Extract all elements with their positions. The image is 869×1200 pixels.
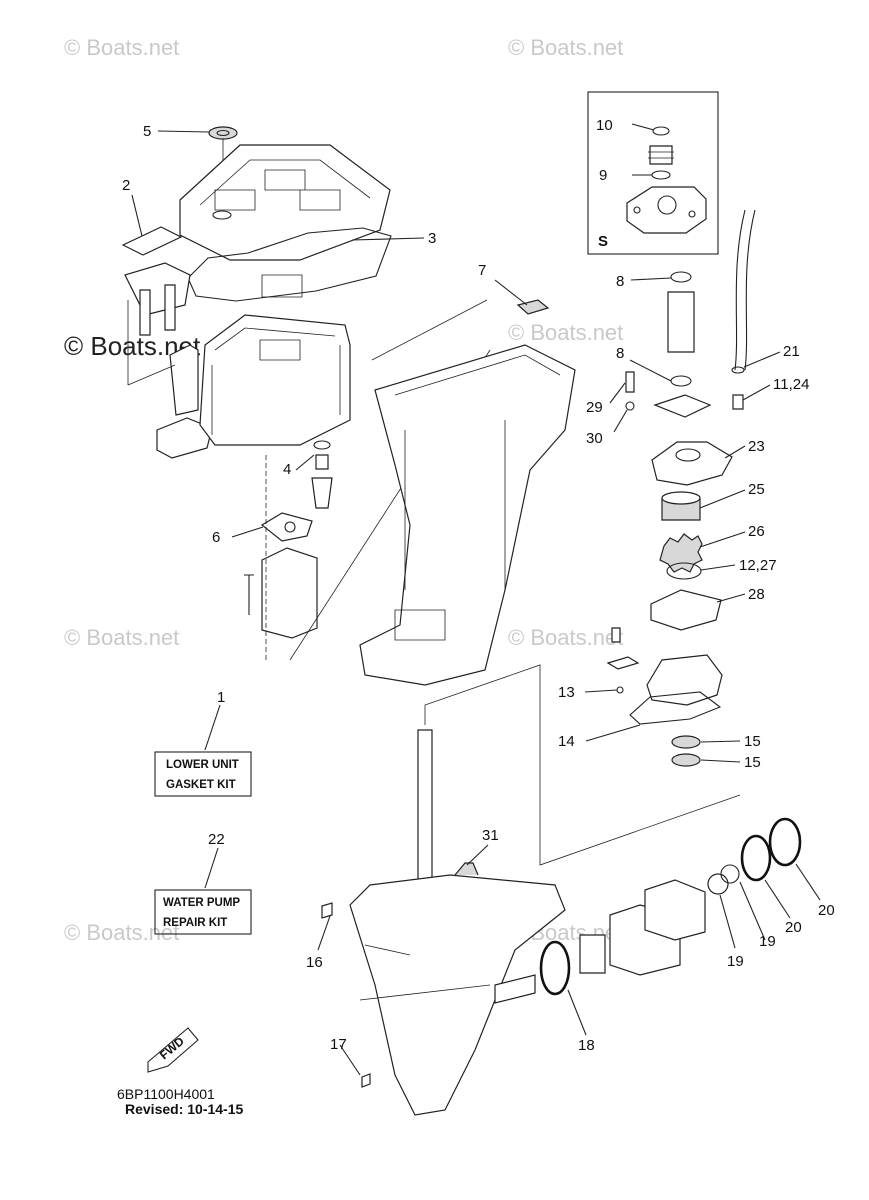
kit-line-2: GASKET KIT (166, 779, 236, 791)
kit-line-2: REPAIR KIT (163, 917, 227, 929)
pump-housing-inset (626, 186, 707, 234)
outer-plate-28 (650, 589, 722, 631)
oil-pan (199, 314, 351, 446)
callout-28: 28 (748, 586, 765, 603)
callout-10: 10 (596, 117, 613, 134)
callout-14: 14 (558, 733, 575, 750)
bolt-17 (361, 1073, 371, 1088)
pin-13 (616, 686, 624, 694)
grommet-11-24 (732, 394, 744, 410)
exhaust-pipe (261, 547, 318, 639)
callout-30: 30 (586, 430, 603, 447)
water-tube-8 (667, 291, 695, 353)
callout-15a: 15 (744, 733, 761, 750)
upper-casing (359, 344, 576, 686)
callout-2: 2 (122, 177, 130, 194)
oil-seal-15b (671, 753, 701, 767)
callout-3: 3 (428, 230, 436, 247)
lower-unit-gasket-kit: LOWER UNIT GASKET KIT (154, 751, 252, 797)
oil-seal-15a (671, 735, 701, 749)
gasket-2 (121, 226, 183, 256)
callout-1: 1 (217, 689, 225, 706)
callout-8b: 8 (616, 345, 624, 362)
inset-label: S (598, 233, 608, 250)
callout-6: 6 (212, 529, 220, 546)
o-ring-10 (652, 126, 670, 136)
callout-23: 23 (748, 438, 765, 455)
inset-frame (587, 91, 719, 255)
kit-line-1: LOWER UNIT (166, 759, 239, 771)
oil-seal-5 (208, 126, 238, 140)
callout-19a: 19 (727, 953, 744, 970)
watermark: © Boats.net (64, 920, 179, 945)
watermark: © Boats.net (508, 35, 623, 60)
callout-31: 31 (482, 827, 499, 844)
kit-box-frame (154, 751, 252, 797)
pump-base (646, 654, 723, 706)
callout-13: 13 (558, 684, 575, 701)
pump-housing-23 (651, 441, 733, 486)
callout-17: 17 (330, 1036, 347, 1053)
strainer (311, 477, 333, 509)
gasket-4 (313, 440, 331, 450)
callout-16: 16 (306, 954, 323, 971)
kit-box-frame (154, 889, 252, 935)
leader-lines (131, 123, 821, 1076)
callout-29: 29 (586, 399, 603, 416)
exhaust-guide (179, 144, 391, 261)
callout-11-24: 11,24 (773, 376, 809, 393)
callout-8a: 8 (616, 273, 624, 290)
callout-9: 9 (599, 167, 607, 184)
watermark: © Boats.net (64, 625, 179, 650)
fwd-label: FWD (157, 1034, 187, 1063)
callout-18: 18 (578, 1037, 595, 1054)
watermark: © Boats.net (508, 320, 623, 345)
o-ring-12-27 (666, 562, 702, 580)
gasket-14 (629, 691, 722, 725)
o-ring-20b (768, 817, 802, 867)
anode-31 (454, 862, 479, 876)
watermark: © Boats.net (508, 625, 623, 650)
lower-casing (349, 862, 566, 1116)
o-ring-20a (740, 834, 772, 882)
callout-12-27: 12,27 (739, 557, 777, 574)
bearing (579, 934, 606, 974)
callout-20a: 20 (785, 919, 802, 936)
kit-line-1: WATER PUMP (163, 897, 240, 909)
o-ring-9 (651, 170, 671, 180)
gasket-3 (187, 227, 392, 302)
revised-date: Revised: 10-14-15 (125, 1101, 244, 1117)
gasket-6 (260, 512, 313, 542)
callout-7: 7 (478, 262, 486, 279)
callout-21: 21 (783, 343, 800, 360)
callout-20b: 20 (818, 902, 835, 919)
callout-22: 22 (208, 831, 225, 848)
diagram-code: 6BP1100H4001 (117, 1086, 215, 1102)
callout-4: 4 (283, 461, 291, 478)
bolt-29 (625, 371, 635, 393)
o-ring-18 (539, 940, 571, 996)
water-tube-assembly (124, 262, 213, 459)
bolt-16 (321, 902, 333, 919)
callout-labels: 5 2 3 7 10 9 8 8 21 11,24 29 30 23 25 26… (122, 117, 835, 1054)
water-pump-repair-kit: WATER PUMP REPAIR KIT (154, 889, 252, 935)
fwd-arrow: FWD (147, 1027, 199, 1073)
washer-19b (720, 864, 740, 884)
grommet-21 (731, 366, 745, 374)
impeller-26 (659, 533, 703, 573)
inset-box: S (587, 91, 719, 255)
callout-19b: 19 (759, 933, 776, 950)
callout-5: 5 (143, 123, 151, 140)
watermark: © Boats.net (64, 35, 179, 60)
callout-25: 25 (748, 481, 765, 498)
washer-30 (625, 401, 635, 411)
grommet-9 (649, 145, 673, 165)
washer-19a (707, 873, 729, 895)
callout-26: 26 (748, 523, 765, 540)
callout-15b: 15 (744, 754, 761, 771)
